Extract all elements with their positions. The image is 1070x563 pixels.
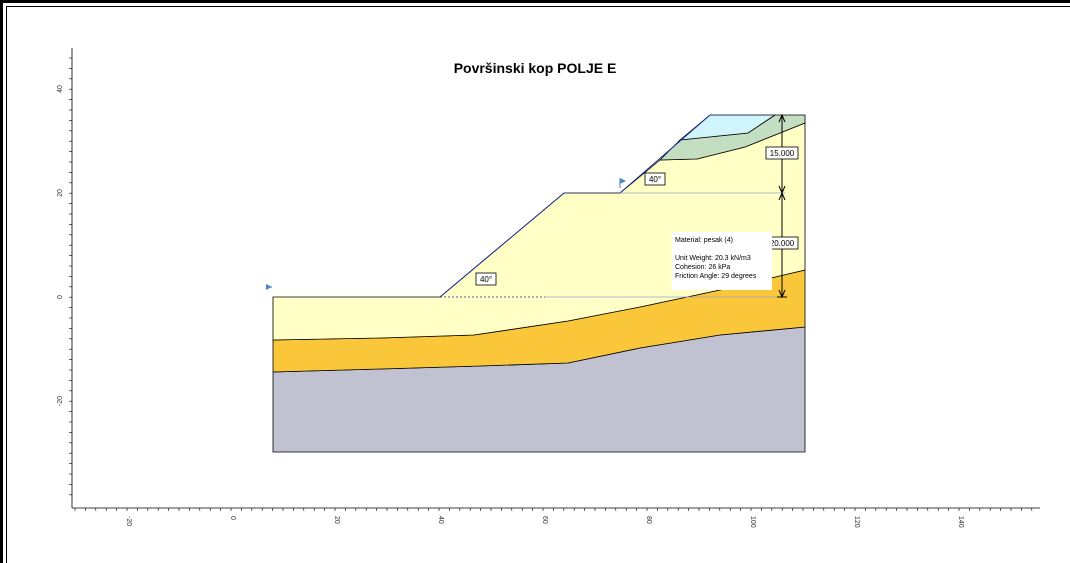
y-tick-label: 40 [57,85,64,93]
x-tick-label: 0 [229,516,236,520]
material-unit-weight: Unit Weight: 20.3 kN/m3 [675,255,751,262]
material-cohesion: Cohesion: 26 kPa [675,264,730,271]
upper-height-box [765,146,799,160]
arrow-up-icon [778,113,786,123]
x-minor-ticks [74,508,1033,511]
y-tick-label: -20 [57,396,64,406]
lower-height-label: 20.000 [770,239,795,248]
upper-angle-box [644,172,666,186]
material-friction-angle: Friction Angle: 29 degrees [675,273,757,280]
x-tick-label: 140 [957,516,964,528]
chart-title: Površinski kop POLJE E [453,60,617,76]
water-table-marker-icon [620,178,626,184]
y-tick-label: 0 [57,295,64,299]
x-tick-label: 80 [645,516,652,524]
lower-angle-label: 40° [480,275,492,284]
x-tick-label: -20 [125,516,132,526]
upper-angle-label: 40° [649,175,661,184]
x-tick-label: 20 [333,516,340,524]
x-tick-label: 100 [749,516,756,528]
material-info-box [672,232,772,290]
lower-slope-face [439,192,565,298]
y-tick-label: 20 [57,189,64,197]
lower-angle-box [475,272,497,286]
material-name: Material: pesak (4) [675,237,733,244]
x-tick-label: 120 [853,516,860,528]
x-tick-label: 40 [437,516,444,524]
x-tick-label: 60 [541,516,548,524]
upper-height-label: 15.000 [770,149,795,158]
y-minor-ticks [69,57,72,496]
inner-frame [6,6,1070,563]
upper-slope-face [619,114,711,194]
arrow-up-icon [778,191,786,201]
